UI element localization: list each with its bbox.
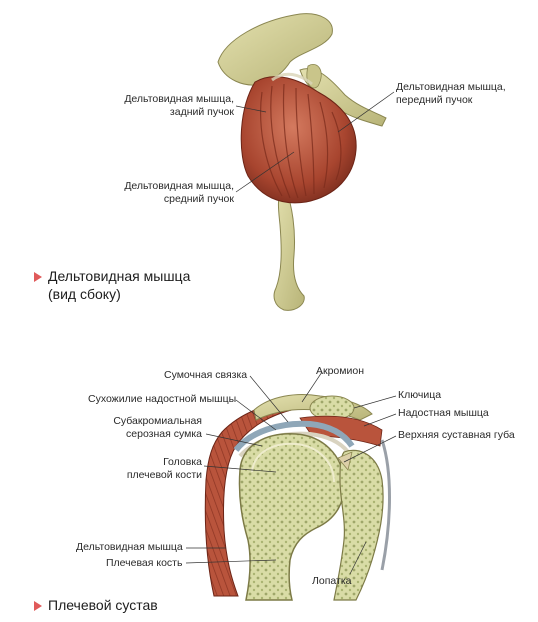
- shoulder-joint-section: [185, 371, 397, 601]
- label-deltoid: Дельтовидная мышца: [76, 541, 183, 553]
- caption-marker-2: [34, 601, 42, 611]
- label-scapula: Лопатка: [312, 575, 352, 587]
- label-bursa: Субакромиальная серозная сумка: [113, 415, 202, 440]
- label-supraspinatus-muscle: Надостная мышца: [398, 407, 489, 419]
- label-deltoid-anterior: Дельтовидная мышца, передний пучок: [396, 81, 506, 106]
- label-capsule: Сумочная связка: [164, 369, 248, 381]
- label-clavicle: Ключица: [398, 389, 442, 401]
- label-deltoid-posterior: Дельтовидная мышца, задний пучок: [124, 93, 234, 118]
- label-humeral-head: Головка плечевой кости: [126, 456, 202, 481]
- caption-marker: [34, 272, 42, 282]
- deltoid-side-view: [217, 13, 395, 311]
- label-humerus: Плечевая кость: [106, 557, 183, 569]
- caption-shoulder-joint: Плечевой сустав: [48, 597, 158, 613]
- label-labrum: Верхняя суставная губа: [398, 429, 515, 441]
- label-acromion: Акромион: [316, 365, 364, 377]
- label-deltoid-middle: Дельтовидная мышца, средний пучок: [124, 180, 234, 205]
- caption-deltoid: Дельтовидная мышца (вид сбоку): [48, 268, 191, 302]
- label-supraspinatus-tendon: Сухожилие надостной мышцы: [88, 393, 237, 405]
